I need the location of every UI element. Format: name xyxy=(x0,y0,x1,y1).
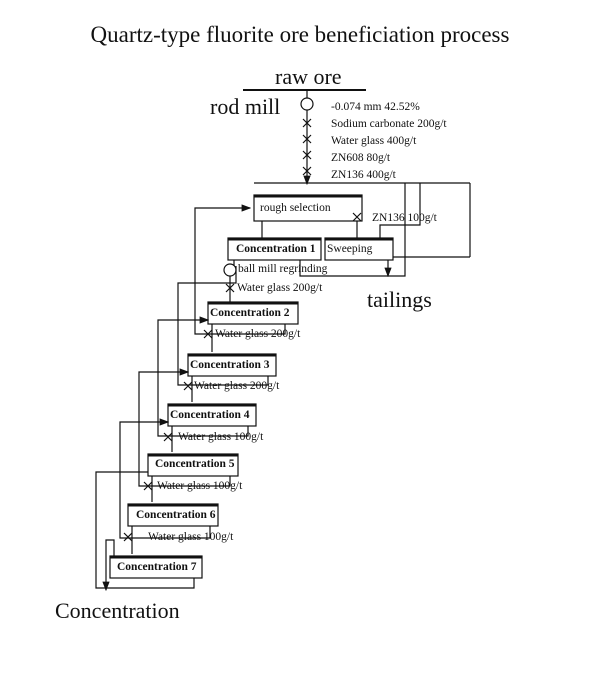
rod-mill-circle xyxy=(300,97,314,111)
stage-3-reagent: Water glass 200g/t xyxy=(194,380,280,392)
concentration-5-label: Concentration 5 xyxy=(155,458,235,470)
concentration-2-label: Concentration 2 xyxy=(210,307,290,319)
final-concentrate-label: Concentration xyxy=(55,598,180,623)
stage-5-reagent: Water glass 100g/t xyxy=(157,480,243,492)
tailings-label: tailings xyxy=(367,287,432,312)
concentration-4-label: Concentration 4 xyxy=(170,409,250,421)
rough-selection-label: rough selection xyxy=(260,202,331,214)
feed-reagent: Water glass 400g/t xyxy=(331,135,417,147)
concentration-6-label: Concentration 6 xyxy=(136,509,216,521)
stage-4-reagent: Water glass 100g/t xyxy=(178,431,264,443)
concentration-7-label: Concentration 7 xyxy=(117,561,197,573)
sweeping-reagent-label: ZN136 100g/t xyxy=(372,212,437,224)
reagent-addition-markers xyxy=(123,118,362,542)
diagram-title: Quartz-type fluorite ore beneficiation p… xyxy=(90,22,510,47)
feed-reagent: ZN608 80g/t xyxy=(331,152,391,164)
regrinding-circle xyxy=(223,263,237,277)
stage-6-reagent: Water glass 100g/t xyxy=(148,531,234,543)
sweeping-label: Sweeping xyxy=(327,243,373,255)
stage-1-reagent: Water glass 200g/t xyxy=(237,282,323,294)
feed-reagent: -0.074 mm 42.52% xyxy=(331,101,420,113)
feed-reagent: ZN136 400g/t xyxy=(331,169,396,181)
feed-reagent: Sodium carbonate 200g/t xyxy=(331,118,447,130)
regrinding-label: ball mill regrinding xyxy=(238,263,328,275)
raw-ore-label: raw ore xyxy=(275,64,342,89)
concentration-3-label: Concentration 3 xyxy=(190,359,270,371)
stage-2-reagent: Water glass 200g/t xyxy=(215,328,301,340)
rod-mill-label: rod mill xyxy=(210,94,281,119)
feed-reagent-list: -0.074 mm 42.52% Sodium carbonate 200g/t… xyxy=(331,99,447,184)
concentration-1-label: Concentration 1 xyxy=(236,243,316,255)
